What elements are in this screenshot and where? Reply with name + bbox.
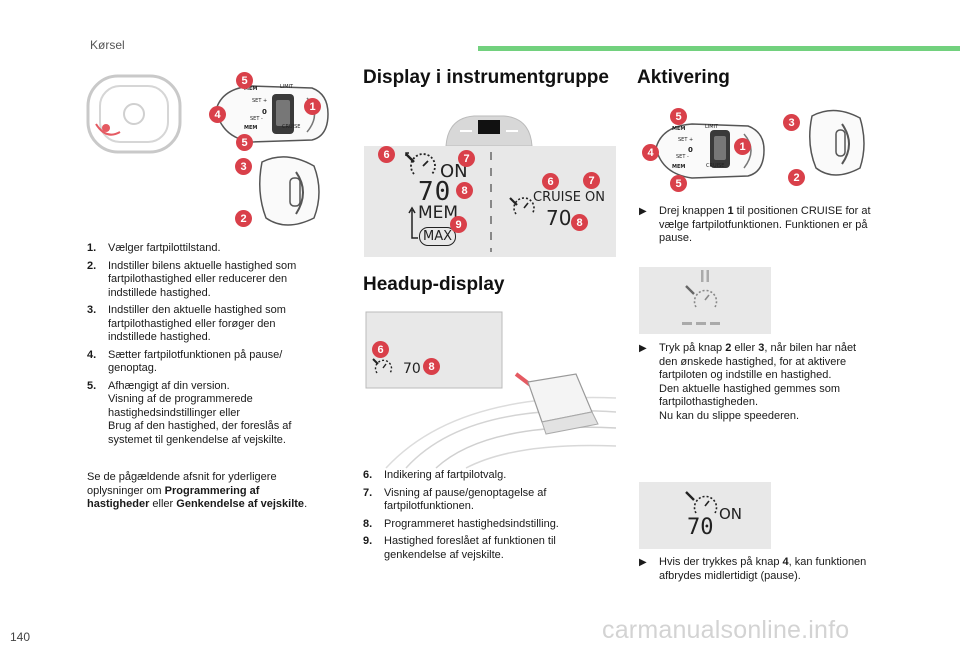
callout-4: 4 xyxy=(209,106,226,123)
callout-5d: 5 xyxy=(670,175,687,192)
see-also-note: Se de pågældende afsnit for yderligere o… xyxy=(87,471,308,510)
callout-5c: 5 xyxy=(670,108,687,125)
stalk-cruise-label: CRUISE xyxy=(282,124,301,130)
mem-bracket-icon xyxy=(408,206,418,239)
callout-4b: 4 xyxy=(642,144,659,161)
callout-7b: 7 xyxy=(583,172,600,189)
instrument-cluster-icon xyxy=(445,115,533,147)
stalk-mem-label: MEM xyxy=(244,86,258,92)
stalk-mem-label: MEM xyxy=(672,126,686,132)
stalk-set-plus-label: SET + xyxy=(252,98,268,104)
list-item: 3. Indstiller den aktuelle hastighed som… xyxy=(87,304,286,343)
stalk-side-view xyxy=(809,109,865,176)
callout-1: 1 xyxy=(304,98,321,115)
speedometer-icon xyxy=(405,152,436,175)
speedometer-icon xyxy=(685,285,718,308)
stalk-set-plus-label: SET + xyxy=(678,137,694,143)
stalk-zero-label: 0 xyxy=(262,108,267,116)
bullet-icon: ▶ xyxy=(639,206,647,217)
callout-3b: 3 xyxy=(783,114,800,131)
stalk-set-minus-label: SET - xyxy=(250,116,263,122)
list-item: 8. Programmeret hastighedsindstilling. xyxy=(363,517,559,530)
callout-5: 5 xyxy=(236,72,253,89)
heading-headup-display: Headup-display xyxy=(363,274,505,295)
activation-step-3: ▶ Hvis der trykkes på knap 4, kan funkti… xyxy=(639,556,867,582)
display-speed-value: 70 xyxy=(687,515,714,540)
stalk-set-minus-label: SET - xyxy=(676,154,689,160)
activation-step-2: ▶ Tryk på knap 2 eller 3, når bilen har … xyxy=(639,342,857,422)
callout-2b: 2 xyxy=(788,169,805,186)
list-item: 6. Indikering af fartpilotvalg. xyxy=(363,469,507,481)
display-cruise-on-label: CRUISE ON xyxy=(533,190,606,205)
display-on-label: ON xyxy=(719,505,743,523)
callout-6c: 6 xyxy=(372,341,389,358)
panel-divider xyxy=(490,152,492,252)
page-number: 140 xyxy=(10,630,31,644)
callout-5b: 5 xyxy=(236,134,253,151)
stalk-limit-label: LIMIT xyxy=(705,124,719,130)
steering-wheel-icon xyxy=(86,74,182,154)
headup-speed-value: 70 xyxy=(403,361,421,377)
speedometer-icon xyxy=(685,491,718,514)
callout-8c: 8 xyxy=(423,358,440,375)
display-mem-label: MEM xyxy=(418,203,459,223)
list-item: 1. Vælger fartpilottilstand. xyxy=(87,242,221,254)
heading-activation: Aktivering xyxy=(637,67,730,88)
callout-7: 7 xyxy=(458,150,475,167)
callout-9: 9 xyxy=(450,216,467,233)
stalk-controls-list: 1. Vælger fartpilottilstand. 2. Indstill… xyxy=(87,242,349,451)
callout-6b: 6 xyxy=(542,173,559,190)
stalk-side-view xyxy=(259,156,320,226)
stalk-mem2-label: MEM xyxy=(244,125,258,131)
callout-8: 8 xyxy=(456,182,473,199)
callout-3: 3 xyxy=(235,158,252,175)
list-item: 4. Sætter fartpilotfunktionen på pause/ … xyxy=(87,348,283,375)
heading-instrument-display: Display i instrumentgruppe xyxy=(363,67,609,88)
watermark: carmanualsonline.info xyxy=(602,616,850,644)
stalk-cruise-label: CRUISE xyxy=(706,163,725,169)
headup-dashboard-illustration xyxy=(365,311,617,469)
speedometer-icon xyxy=(372,358,393,374)
dash-placeholder-icon xyxy=(682,322,720,325)
section-label: Kørsel xyxy=(90,38,125,52)
cruise-control-stalk xyxy=(655,123,765,179)
bullet-icon: ▶ xyxy=(639,343,647,354)
display-speed-value: 70 xyxy=(418,177,452,207)
callout-6: 6 xyxy=(378,146,395,163)
active-display-panel xyxy=(639,482,771,549)
bullet-icon: ▶ xyxy=(639,557,647,568)
section-accent-bar xyxy=(478,46,960,51)
list-item: 5. Afhængigt af din version. Visning af … xyxy=(87,379,292,446)
list-item: 2. Indstiller bilens aktuelle hastighed … xyxy=(87,259,297,299)
callout-8b: 8 xyxy=(571,214,588,231)
callout-1b: 1 xyxy=(734,138,751,155)
display-on-label: ON xyxy=(440,161,468,182)
stalk-zero-label: 0 xyxy=(688,146,693,154)
list-item: 9. Hastighed foreslået af funktionen til… xyxy=(363,535,556,561)
pause-icon xyxy=(701,270,709,282)
list-item: 7. Visning af pause/genoptagelse af fart… xyxy=(363,486,547,513)
display-speed-value-2: 70 xyxy=(546,206,572,230)
activation-step-1: ▶ Drej knappen 1 til positionen CRUISE f… xyxy=(639,205,871,244)
stalk-limit-label: LIMIT xyxy=(280,84,294,90)
stalk-mem2-label: MEM xyxy=(672,164,686,170)
display-indicator-list: 6. Indikering af fartpilotvalg. 7. Visni… xyxy=(363,469,613,566)
display-max-label: MAX xyxy=(419,227,457,246)
speedometer-icon xyxy=(509,197,535,215)
callout-2: 2 xyxy=(235,210,252,227)
